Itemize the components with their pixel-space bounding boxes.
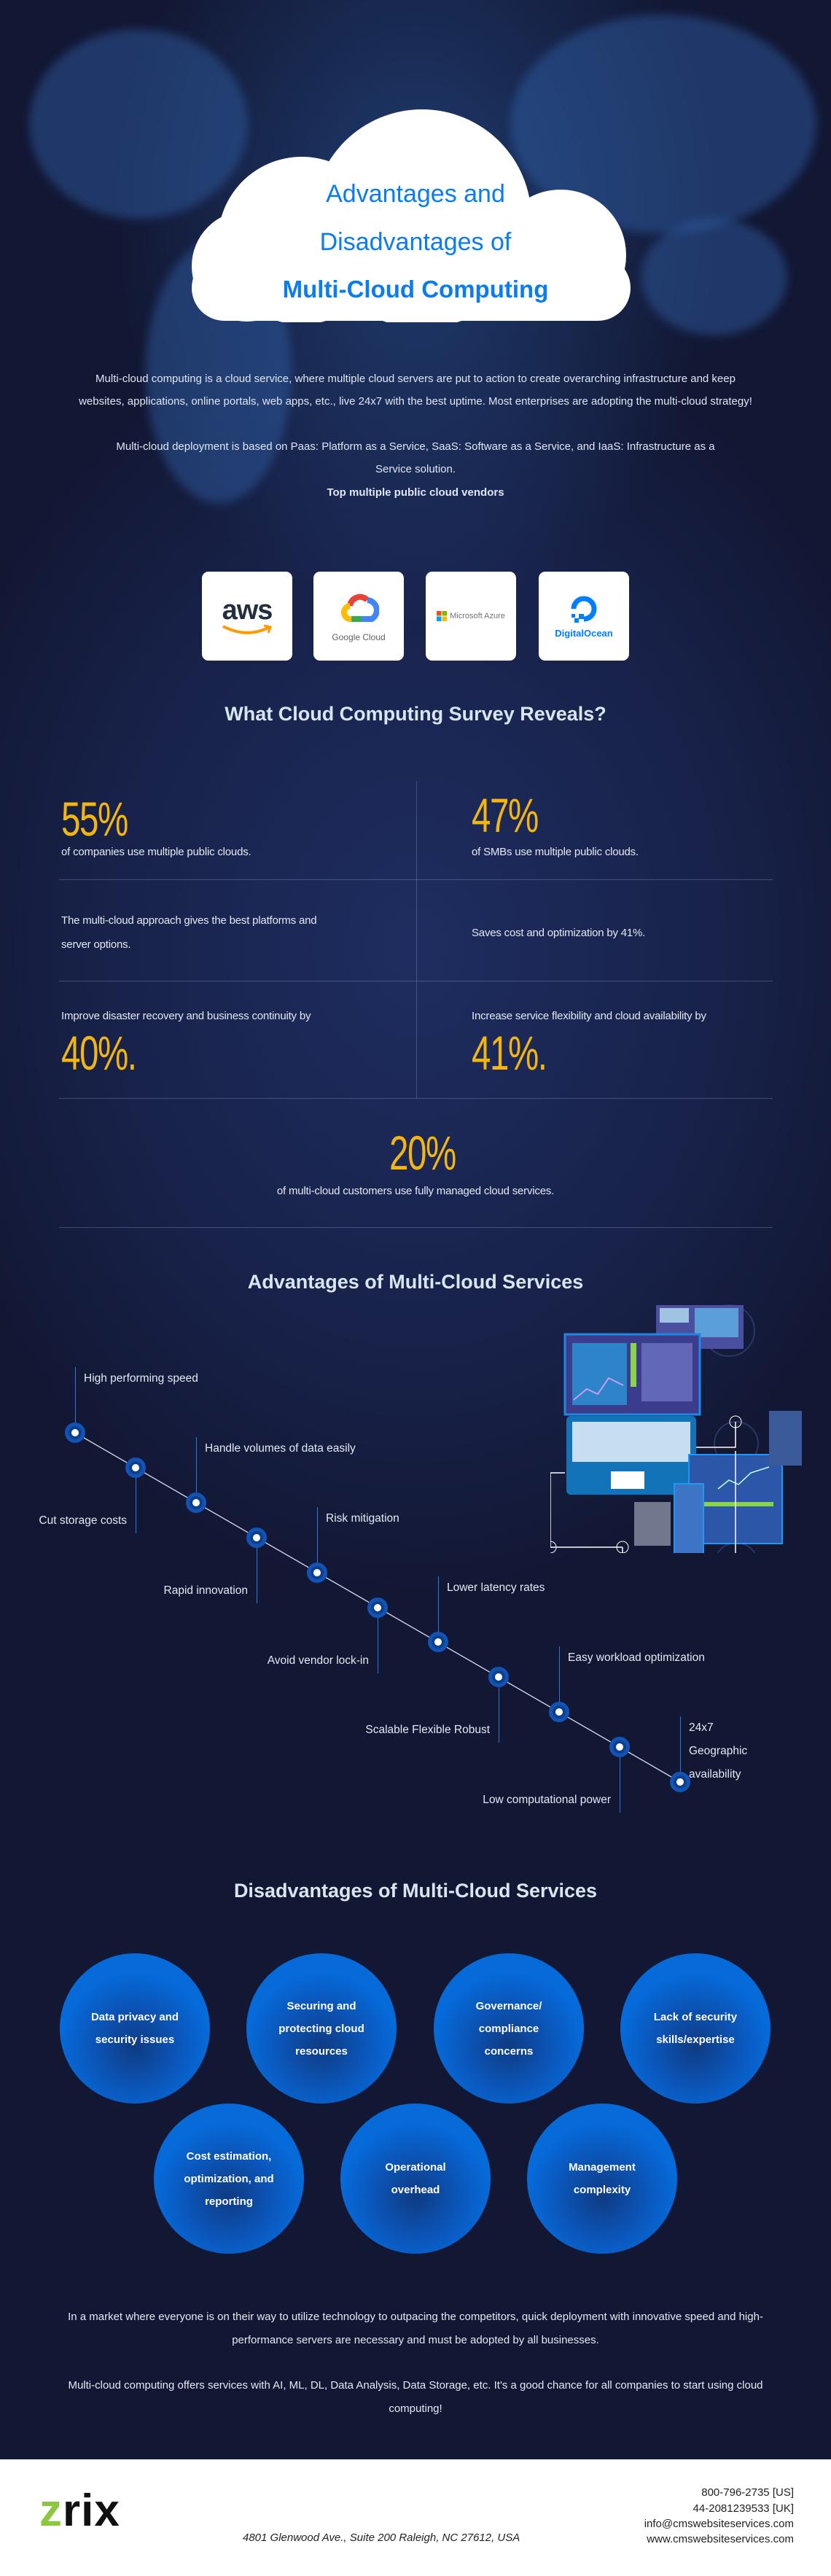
google-cloud-icon bbox=[341, 594, 379, 623]
disadvantage-bubble: Data privacy and security issues bbox=[60, 1953, 210, 2104]
footer-address: 4801 Glenwood Ave., Suite 200 Raleigh, N… bbox=[243, 2532, 520, 2544]
timeline-stem bbox=[438, 1576, 439, 1643]
stat-text: Improve disaster recovery and business c… bbox=[61, 1010, 311, 1022]
microsoft-logo-icon bbox=[437, 611, 448, 621]
footer-phone-us[interactable]: 800-796-2735 [US] bbox=[701, 2486, 794, 2499]
disadvantage-bubble: Lack of security skills/expertise bbox=[620, 1953, 770, 2104]
aws-logo: aws bbox=[222, 596, 273, 636]
logo-letter: z bbox=[39, 2486, 63, 2536]
advantage-label: Handle volumes of data easily bbox=[205, 1441, 356, 1455]
zrix-logo: zrix bbox=[39, 2489, 120, 2534]
timeline-node bbox=[307, 1562, 327, 1583]
vendor-name: aws bbox=[222, 595, 273, 626]
hero-title-line2: Disadvantages of bbox=[319, 228, 512, 256]
advantage-label: Scalable Flexible Robust bbox=[365, 1724, 490, 1737]
stat-text: Increase service flexibility and cloud a… bbox=[472, 1010, 706, 1022]
disadvantage-label: Data privacy and security issues bbox=[90, 2011, 179, 2046]
stat-value: 40%. bbox=[61, 1026, 137, 1080]
timeline-node bbox=[367, 1597, 388, 1618]
vendor-card-microsoft-azure: Microsoft Azure bbox=[426, 572, 516, 661]
disadvantage-label: Securing and protecting cloud resources bbox=[278, 1999, 364, 2058]
advantage-label: 24x7 Geographic availability bbox=[689, 1721, 748, 1781]
disadvantage-label: Operational overhead bbox=[385, 2161, 446, 2196]
disadvantage-label: Cost estimation, optimization, and repor… bbox=[184, 2149, 274, 2208]
hero-title-line3: Multi-Cloud Computing bbox=[282, 276, 549, 303]
vendor-card-digitalocean: DigitalOcean bbox=[539, 572, 629, 661]
world-map-decoration bbox=[29, 29, 248, 219]
disadvantage-label: Governance/ compliance concerns bbox=[475, 1999, 542, 2058]
world-map-decoration bbox=[641, 219, 787, 335]
footer: zrix 4801 Glenwood Ave., Suite 200 Ralei… bbox=[0, 2459, 831, 2576]
vendor-name: Microsoft Azure bbox=[450, 612, 505, 620]
vendor-name: DigitalOcean bbox=[555, 627, 613, 639]
disadvantage-label: Lack of security skills/expertise bbox=[653, 2011, 738, 2046]
timeline-node bbox=[670, 1772, 690, 1792]
advantage-label: Cut storage costs bbox=[39, 1514, 127, 1527]
timeline-node bbox=[246, 1527, 267, 1548]
grid-divider bbox=[59, 1227, 773, 1228]
advantage-label: Lower latency rates bbox=[447, 1581, 545, 1595]
timeline-stem bbox=[75, 1367, 76, 1433]
intro-paragraph-1: Multi-cloud computing is a cloud service… bbox=[79, 373, 752, 408]
closing-paragraph-2: Multi-cloud computing offers services wi… bbox=[68, 2379, 763, 2415]
cloud-shape bbox=[192, 109, 631, 322]
disadvantage-bubble: Operational overhead bbox=[340, 2104, 491, 2254]
survey-heading: What Cloud Computing Survey Reveals? bbox=[225, 703, 606, 725]
stat-text: of multi-cloud customers use fully manag… bbox=[276, 1185, 555, 1197]
amazon-smile-icon bbox=[222, 624, 273, 634]
digitalocean-icon bbox=[571, 596, 597, 623]
advantages-heading: Advantages of Multi-Cloud Services bbox=[247, 1271, 584, 1293]
hero-title-line1: Advantages and bbox=[326, 180, 505, 208]
timeline-stem bbox=[317, 1506, 318, 1573]
timeline-node bbox=[428, 1632, 448, 1653]
footer-phone-uk[interactable]: 44-2081239533 [UK] bbox=[692, 2502, 794, 2515]
stat-value: 47% bbox=[472, 788, 539, 842]
grid-divider bbox=[416, 781, 417, 1098]
grid-divider bbox=[59, 879, 773, 880]
timeline-node bbox=[186, 1492, 206, 1513]
stat-text: server options. bbox=[61, 938, 131, 951]
advantage-label: Easy workload optimization bbox=[568, 1651, 705, 1665]
vendor-card-aws: aws bbox=[202, 572, 292, 661]
grid-divider bbox=[59, 1098, 773, 1099]
disadvantages-heading: Disadvantages of Multi-Cloud Services bbox=[233, 1880, 598, 1902]
intro-paragraph-2: Multi-cloud deployment is based on Paas:… bbox=[116, 440, 715, 475]
disadvantage-bubble: Governance/ compliance concerns bbox=[434, 1953, 584, 2104]
footer-email[interactable]: info@cmswebsiteservices.com bbox=[644, 2518, 794, 2530]
stat-text: The multi-cloud approach gives the best … bbox=[61, 914, 317, 927]
advantage-label: Rapid innovation bbox=[163, 1584, 248, 1597]
timeline-node bbox=[609, 1737, 630, 1758]
stat-text: of companies use multiple public clouds. bbox=[61, 846, 251, 858]
logo-letters: rix bbox=[63, 2486, 120, 2536]
stat-value: 20% bbox=[389, 1126, 456, 1180]
advantage-label: Risk mitigation bbox=[326, 1511, 399, 1525]
closing-paragraph-1: In a market where everyone is on their w… bbox=[68, 2311, 763, 2346]
footer-website[interactable]: www.cmswebsiteservices.com bbox=[647, 2533, 794, 2545]
vendor-card-google-cloud: Google Cloud bbox=[313, 572, 404, 661]
disadvantage-bubble: Management complexity bbox=[527, 2104, 677, 2254]
disadvantage-bubble: Cost estimation, optimization, and repor… bbox=[154, 2104, 304, 2254]
timeline-node bbox=[488, 1667, 509, 1688]
timeline-node bbox=[125, 1457, 146, 1478]
stat-text: Saves cost and optimization by 41%. bbox=[472, 927, 646, 939]
timeline-stem bbox=[680, 1716, 681, 1782]
laptop-dashboard-illustration bbox=[550, 1304, 802, 1553]
vendor-name: Google Cloud bbox=[332, 632, 386, 642]
advantage-label: Low computational power bbox=[483, 1794, 611, 1807]
timeline-stem bbox=[196, 1436, 197, 1503]
disadvantage-label: Management complexity bbox=[569, 2161, 636, 2196]
timeline-node bbox=[549, 1702, 569, 1723]
vendors-heading: Top multiple public cloud vendors bbox=[327, 486, 504, 499]
advantage-label: High performing speed bbox=[84, 1372, 198, 1385]
timeline-stem bbox=[559, 1646, 560, 1713]
stat-text: of SMBs use multiple public clouds. bbox=[472, 846, 639, 858]
disadvantage-bubble: Securing and protecting cloud resources bbox=[246, 1953, 397, 2104]
advantage-label: Avoid vendor lock-in bbox=[267, 1654, 369, 1667]
stat-value: 41%. bbox=[472, 1026, 547, 1080]
timeline-node bbox=[65, 1423, 85, 1443]
stat-value: 55% bbox=[61, 792, 128, 846]
